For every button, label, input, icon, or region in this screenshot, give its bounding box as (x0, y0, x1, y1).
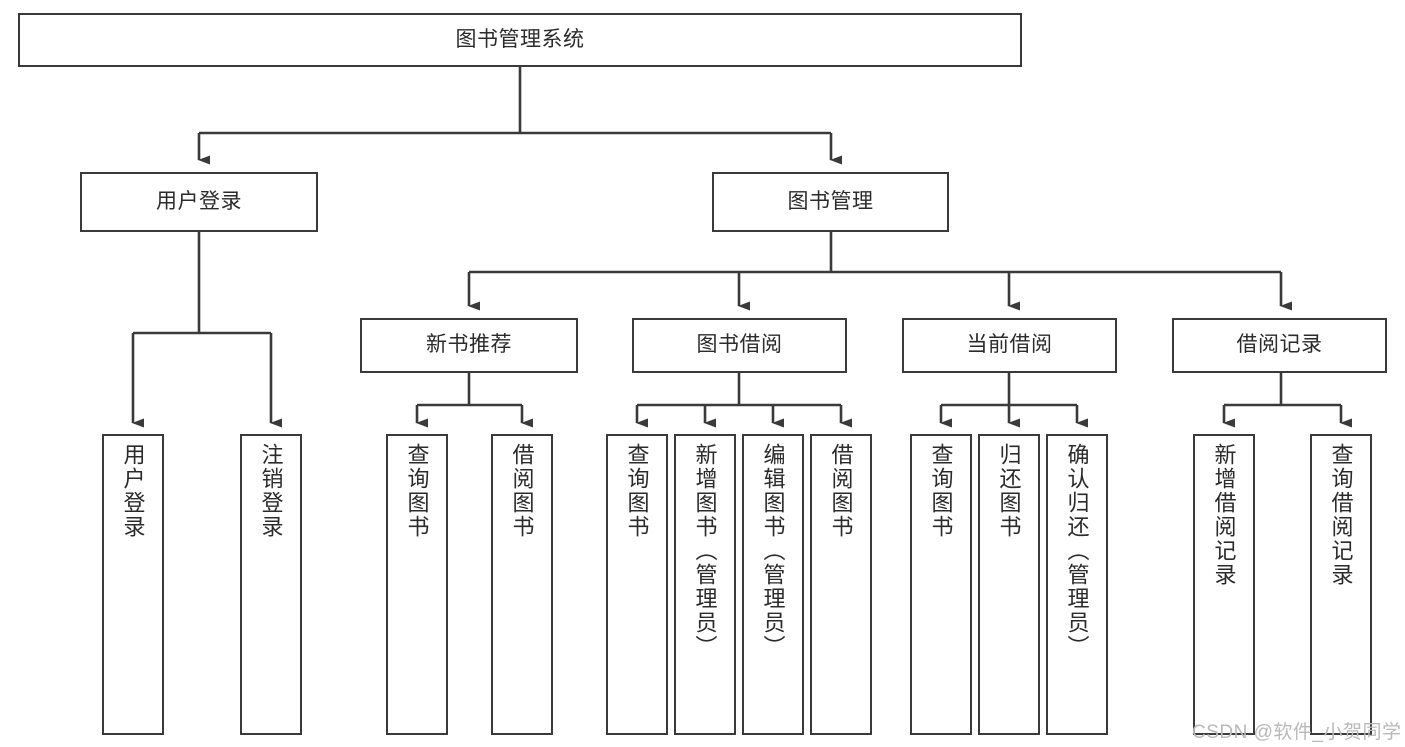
node-book-borrow[interactable]: 图书借阅 (632, 318, 847, 373)
node-book-borrow-label: 图书借阅 (696, 333, 783, 357)
node-leaf-query-book-2-label: 查询图书 (624, 443, 650, 539)
node-leaf-return-book[interactable]: 归还图书 (978, 434, 1040, 735)
node-borrow-record[interactable]: 借阅记录 (1172, 318, 1387, 373)
node-leaf-edit-book-admin-label: 编辑图书（管理员） (760, 443, 786, 659)
node-root-label: 图书管理系统 (455, 27, 585, 51)
node-leaf-return-book-label: 归还图书 (996, 443, 1022, 539)
node-user-login-label: 用户登录 (156, 189, 242, 213)
node-leaf-confirm-return-admin-label: 确认归还（管理员） (1064, 443, 1090, 659)
node-leaf-user-login-label: 用户登录 (120, 443, 146, 539)
node-leaf-query-borrow-record-label: 查询借阅记录 (1328, 443, 1354, 587)
node-new-book-recommend[interactable]: 新书推荐 (360, 318, 578, 373)
node-current-borrow[interactable]: 当前借阅 (902, 318, 1117, 373)
node-leaf-add-borrow-record[interactable]: 新增借阅记录 (1193, 434, 1255, 735)
node-leaf-add-borrow-record-label: 新增借阅记录 (1211, 443, 1237, 587)
node-leaf-query-book-1[interactable]: 查询图书 (386, 434, 448, 735)
node-leaf-logout-login-label: 注销登录 (258, 443, 284, 539)
node-leaf-borrow-book-1-label: 借阅图书 (509, 443, 535, 539)
csdn-watermark: CSDN @软件_小贺同学 (1192, 722, 1402, 743)
node-leaf-edit-book-admin[interactable]: 编辑图书（管理员） (742, 434, 804, 735)
node-leaf-query-book-1-label: 查询图书 (404, 443, 430, 539)
node-leaf-add-book-admin[interactable]: 新增图书（管理员） (674, 434, 736, 735)
node-leaf-query-borrow-record[interactable]: 查询借阅记录 (1310, 434, 1372, 735)
node-leaf-add-book-admin-label: 新增图书（管理员） (692, 443, 718, 659)
node-new-book-recommend-label: 新书推荐 (426, 333, 512, 357)
node-root[interactable]: 图书管理系统 (18, 13, 1022, 67)
node-current-borrow-label: 当前借阅 (966, 333, 1053, 357)
node-book-management-label: 图书管理 (787, 189, 874, 213)
node-leaf-query-book-3-label: 查询图书 (928, 443, 954, 539)
node-leaf-query-book-2[interactable]: 查询图书 (606, 434, 668, 735)
node-leaf-logout-login[interactable]: 注销登录 (240, 434, 302, 735)
node-leaf-confirm-return-admin[interactable]: 确认归还（管理员） (1046, 434, 1108, 735)
node-leaf-borrow-book-2[interactable]: 借阅图书 (810, 434, 872, 735)
node-book-management[interactable]: 图书管理 (712, 172, 949, 232)
node-borrow-record-label: 借阅记录 (1236, 333, 1323, 357)
node-leaf-user-login[interactable]: 用户登录 (102, 434, 164, 735)
node-leaf-borrow-book-2-label: 借阅图书 (828, 443, 854, 539)
node-leaf-query-book-3[interactable]: 查询图书 (910, 434, 972, 735)
node-leaf-borrow-book-1[interactable]: 借阅图书 (491, 434, 553, 735)
node-user-login[interactable]: 用户登录 (80, 172, 318, 232)
